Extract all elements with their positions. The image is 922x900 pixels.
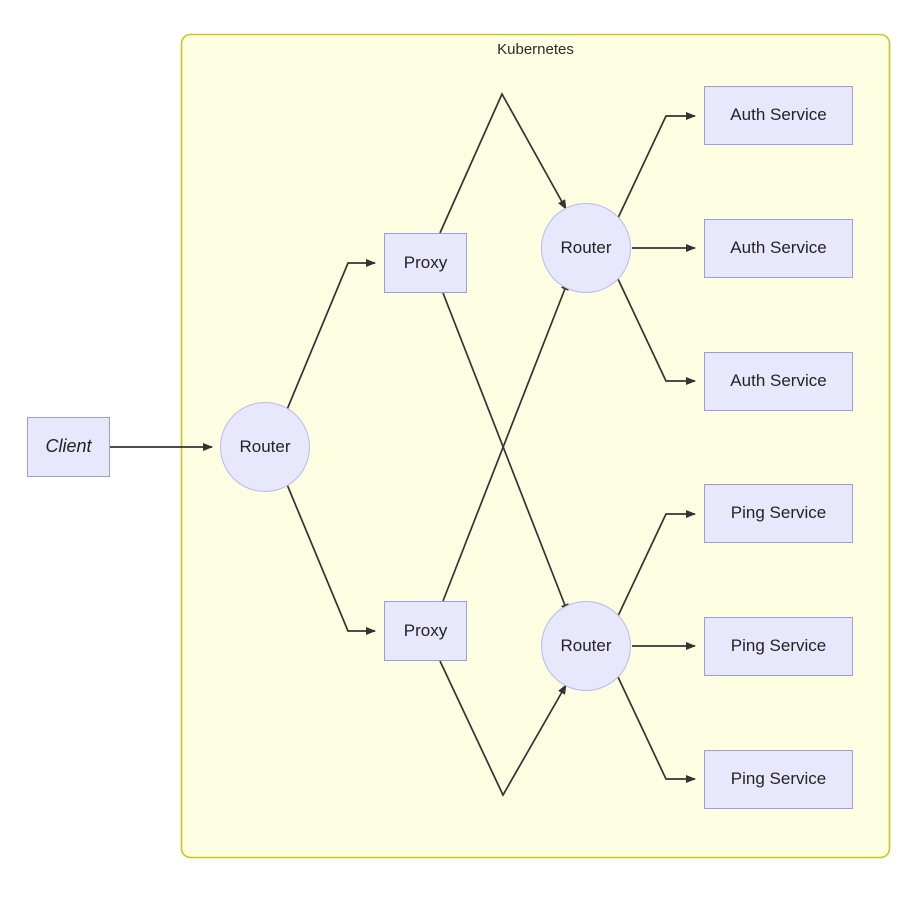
node-ping-service-1[interactable]: Ping Service: [704, 484, 853, 543]
node-router-ping-label: Router: [560, 635, 612, 655]
node-ping-service-2-label: Ping Service: [730, 636, 827, 656]
node-router-ping[interactable]: Router: [541, 601, 631, 691]
node-proxy-top-label: Proxy: [403, 252, 448, 272]
node-client-label: Client: [45, 436, 92, 457]
node-router-auth-label: Router: [560, 237, 612, 257]
edge-router-to-ping-3: [617, 676, 696, 783]
node-auth-service-3-label: Auth Service: [730, 371, 827, 391]
node-auth-service-2-label: Auth Service: [730, 238, 827, 258]
edge-router-to-auth-1: [617, 112, 696, 219]
node-client[interactable]: Client: [27, 417, 110, 477]
node-proxy-top[interactable]: Proxy: [384, 233, 467, 293]
edge-router-to-ping-1: [617, 510, 696, 617]
edge-proxy-bottom-to-router-bottom: [439, 660, 567, 797]
edge-proxy-bottom-to-router-top: [442, 280, 569, 602]
edge-proxy-top-to-router-bottom: [442, 292, 569, 614]
node-proxy-bottom-label: Proxy: [403, 620, 448, 640]
node-auth-service-1-label: Auth Service: [730, 105, 827, 125]
node-router-entry[interactable]: Router: [220, 402, 310, 492]
node-auth-service-3[interactable]: Auth Service: [704, 352, 853, 411]
edge-router-to-proxy-bottom: [285, 481, 376, 635]
node-ping-service-3[interactable]: Ping Service: [704, 750, 853, 809]
edge-proxy-top-to-router-top: [439, 92, 567, 234]
node-ping-service-3-label: Ping Service: [730, 769, 827, 789]
node-router-auth[interactable]: Router: [541, 203, 631, 293]
node-auth-service-1[interactable]: Auth Service: [704, 86, 853, 145]
node-ping-service-1-label: Ping Service: [730, 503, 827, 523]
node-router-entry-label: Router: [239, 436, 291, 456]
node-ping-service-2[interactable]: Ping Service: [704, 617, 853, 676]
cluster-title-label: Kubernetes: [497, 41, 574, 58]
node-auth-service-2[interactable]: Auth Service: [704, 219, 853, 278]
node-proxy-bottom[interactable]: Proxy: [384, 601, 467, 661]
edge-router-to-proxy-top: [285, 259, 376, 413]
edge-router-to-auth-3: [617, 278, 696, 385]
